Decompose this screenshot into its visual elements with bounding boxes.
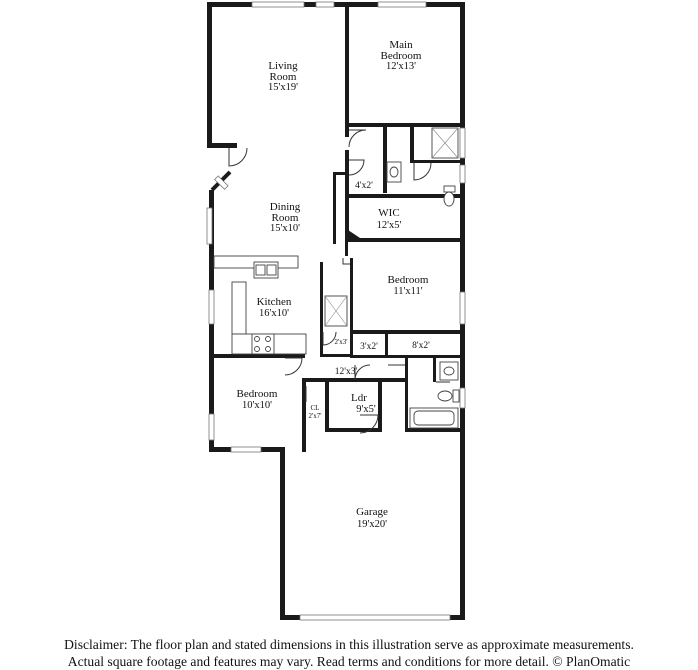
closet-cl-dims: 2'x7' [308,412,321,420]
door-swings [284,129,450,434]
bedroom-3-name: Bedroom [237,388,278,400]
closet-cl-name: CL [311,404,320,412]
wic-dims: 12'x5' [377,220,402,231]
kitchen-name: Kitchen [257,296,292,308]
pantry-dims: 2'x3' [334,338,347,346]
garage-dims: 19'x20' [357,519,387,530]
closet-3x2-dims: 3'x2' [360,342,378,352]
closet-4x2-dims: 4'x2' [355,181,373,191]
dining-room-dims: 15'x10' [270,223,300,234]
hall-8x2-dims: 8'x2' [412,341,430,351]
main-bedroom-dims: 12'x13' [386,61,416,72]
bedroom-2-dims: 11'x11' [393,286,422,297]
bay-window [210,147,248,192]
laundry-name: Ldr [351,392,367,404]
disclaimer-line-1: Disclaimer: The floor plan and stated di… [64,637,634,652]
wic-name: WIC [378,207,399,219]
bedroom-3-dims: 10'x10' [242,400,272,411]
windows [206,1,466,621]
living-room-dims: 15'x19' [268,82,298,93]
bedroom-2-name: Bedroom [388,274,429,286]
fixtures [213,127,460,429]
interior-walls [209,7,460,452]
garage-name: Garage [356,506,388,518]
kitchen-dims: 16'x10' [259,308,289,319]
disclaimer: Disclaimer: The floor plan and stated di… [0,636,698,670]
hall-12x3-dims: 12'x3' [335,367,358,377]
laundry-dims: 9'x5' [356,404,376,415]
disclaimer-line-2: Actual square footage and features may v… [67,654,631,669]
